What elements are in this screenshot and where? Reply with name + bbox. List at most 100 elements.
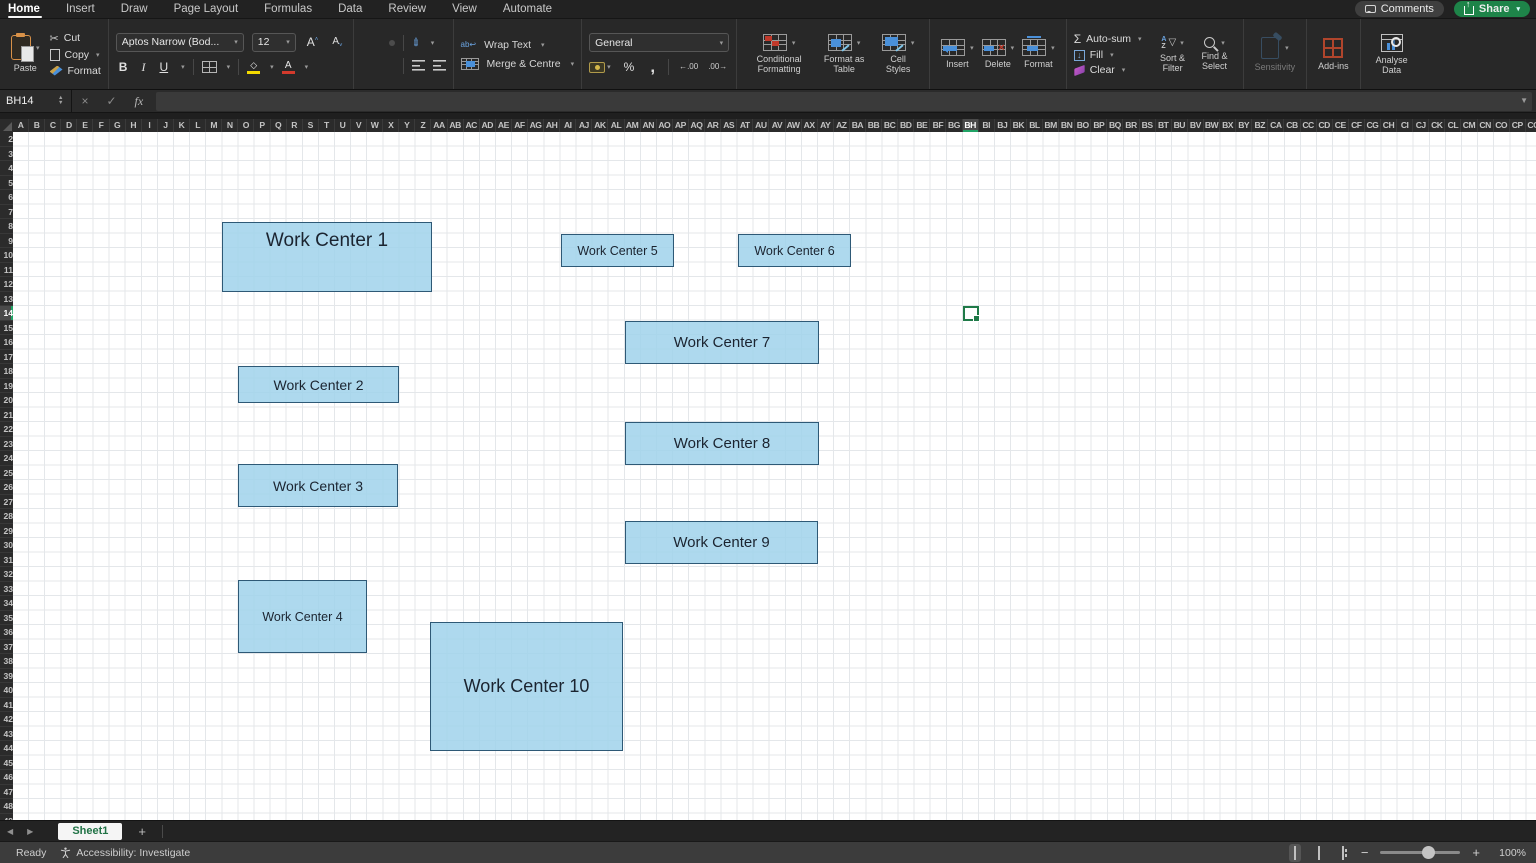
- menu-tab-automate[interactable]: Automate: [503, 0, 552, 18]
- row-header-48[interactable]: 48: [0, 799, 13, 814]
- column-header-I[interactable]: I: [142, 119, 158, 132]
- orientation-icon[interactable]: ✐: [408, 35, 424, 51]
- accessibility-status[interactable]: Accessibility: Investigate: [60, 847, 190, 859]
- underline-button[interactable]: U: [156, 59, 171, 75]
- column-header-BM[interactable]: BM: [1043, 119, 1059, 132]
- column-header-AA[interactable]: AA: [431, 119, 447, 132]
- row-header-47[interactable]: 47: [0, 785, 13, 800]
- row-header-34[interactable]: 34: [0, 596, 13, 611]
- column-header-K[interactable]: K: [174, 119, 190, 132]
- row-header-11[interactable]: 11: [0, 263, 13, 278]
- clear-button[interactable]: Clear ▾: [1074, 64, 1142, 76]
- column-header-AO[interactable]: AO: [657, 119, 673, 132]
- column-header-AK[interactable]: AK: [592, 119, 608, 132]
- column-header-G[interactable]: G: [110, 119, 126, 132]
- zoom-slider[interactable]: [1380, 851, 1460, 854]
- column-header-Z[interactable]: Z: [415, 119, 431, 132]
- column-header-BW[interactable]: BW: [1204, 119, 1220, 132]
- column-header-CD[interactable]: CD: [1317, 119, 1333, 132]
- shape-work-center-6[interactable]: Work Center 6: [738, 234, 851, 267]
- cancel-icon[interactable]: ×: [81, 94, 88, 108]
- column-header-Y[interactable]: Y: [399, 119, 415, 132]
- row-header-23[interactable]: 23: [0, 437, 13, 452]
- row-header-15[interactable]: 15: [0, 321, 13, 336]
- column-header-T[interactable]: T: [319, 119, 335, 132]
- column-header-AV[interactable]: AV: [769, 119, 785, 132]
- select-all-corner[interactable]: [0, 119, 13, 132]
- column-header-U[interactable]: U: [335, 119, 351, 132]
- column-header-AR[interactable]: AR: [705, 119, 721, 132]
- shape-work-center-7[interactable]: Work Center 7: [625, 321, 819, 364]
- row-header-24[interactable]: 24: [0, 451, 13, 466]
- row-header-16[interactable]: 16: [0, 335, 13, 350]
- column-header-L[interactable]: L: [190, 119, 206, 132]
- column-header-CP[interactable]: CP: [1510, 119, 1526, 132]
- column-header-BB[interactable]: BB: [866, 119, 882, 132]
- column-header-AC[interactable]: AC: [464, 119, 480, 132]
- column-header-BZ[interactable]: BZ: [1252, 119, 1268, 132]
- name-box-stepper[interactable]: ▲▼: [58, 96, 63, 106]
- column-header-AZ[interactable]: AZ: [834, 119, 850, 132]
- column-header-AF[interactable]: AF: [512, 119, 528, 132]
- format-cells-button[interactable]: ▾ Format: [1018, 19, 1059, 89]
- add-ins-button[interactable]: Add-ins: [1314, 19, 1353, 89]
- format-as-table-button[interactable]: ▾ Format as Table: [814, 19, 874, 89]
- find-select-button[interactable]: ▾ Find & Select: [1194, 19, 1236, 89]
- formula-bar-expand-icon[interactable]: ▼: [1520, 96, 1528, 105]
- column-header-BD[interactable]: BD: [898, 119, 914, 132]
- paste-button[interactable]: ▾ Paste: [7, 19, 44, 89]
- column-header-CK[interactable]: CK: [1429, 119, 1445, 132]
- align-left-button[interactable]: [361, 63, 367, 69]
- column-header-C[interactable]: C: [45, 119, 61, 132]
- align-bottom-button[interactable]: [389, 40, 395, 46]
- sheet-tab-sheet1[interactable]: Sheet1: [58, 823, 122, 840]
- column-header-AH[interactable]: AH: [544, 119, 560, 132]
- font-color-button[interactable]: A: [282, 61, 295, 74]
- row-header-13[interactable]: 13: [0, 292, 13, 307]
- align-center-button[interactable]: [375, 63, 381, 69]
- column-header-CF[interactable]: CF: [1349, 119, 1365, 132]
- column-header-X[interactable]: X: [383, 119, 399, 132]
- column-header-AL[interactable]: AL: [608, 119, 624, 132]
- shape-work-center-10[interactable]: Work Center 10: [430, 622, 623, 751]
- menu-tab-formulas[interactable]: Formulas: [264, 0, 312, 18]
- row-header-6[interactable]: 6: [0, 190, 13, 205]
- selected-cell-BH14[interactable]: [963, 306, 979, 321]
- row-header-38[interactable]: 38: [0, 654, 13, 669]
- fill-button[interactable]: ↓ Fill ▾: [1074, 49, 1142, 61]
- column-header-BL[interactable]: BL: [1027, 119, 1043, 132]
- insert-cells-button[interactable]: ▾ Insert: [937, 19, 978, 89]
- column-header-BJ[interactable]: BJ: [995, 119, 1011, 132]
- share-button[interactable]: Share ▾: [1454, 1, 1530, 17]
- zoom-in-button[interactable]: +: [1472, 845, 1480, 860]
- row-header-42[interactable]: 42: [0, 712, 13, 727]
- normal-view-button[interactable]: [1289, 844, 1301, 862]
- bold-button[interactable]: B: [116, 59, 131, 75]
- column-header-E[interactable]: E: [77, 119, 93, 132]
- zoom-out-button[interactable]: −: [1361, 845, 1369, 860]
- row-header-8[interactable]: 8: [0, 219, 13, 234]
- comments-button[interactable]: Comments: [1355, 1, 1444, 17]
- decrease-decimal-button[interactable]: .00→: [708, 63, 727, 71]
- column-header-AX[interactable]: AX: [802, 119, 818, 132]
- column-header-BT[interactable]: BT: [1156, 119, 1172, 132]
- column-header-Q[interactable]: Q: [271, 119, 287, 132]
- row-header-46[interactable]: 46: [0, 770, 13, 785]
- delete-cells-button[interactable]: × ▾ Delete: [978, 19, 1019, 89]
- column-header-BX[interactable]: BX: [1220, 119, 1236, 132]
- column-header-BK[interactable]: BK: [1011, 119, 1027, 132]
- menu-tab-page-layout[interactable]: Page Layout: [174, 0, 239, 18]
- column-header-AW[interactable]: AW: [786, 119, 802, 132]
- align-middle-button[interactable]: [375, 40, 381, 46]
- row-header-44[interactable]: 44: [0, 741, 13, 756]
- accounting-format-button[interactable]: ▾: [589, 62, 611, 73]
- row-header-19[interactable]: 19: [0, 379, 13, 394]
- sensitivity-button[interactable]: ▾ Sensitivity: [1251, 19, 1300, 89]
- column-header-CO[interactable]: CO: [1494, 119, 1510, 132]
- row-header-3[interactable]: 3: [0, 147, 13, 162]
- row-header-21[interactable]: 21: [0, 408, 13, 423]
- column-header-BC[interactable]: BC: [882, 119, 898, 132]
- column-header-BE[interactable]: BE: [914, 119, 930, 132]
- fx-icon[interactable]: fx: [135, 94, 144, 109]
- name-box[interactable]: BH14: [0, 95, 58, 107]
